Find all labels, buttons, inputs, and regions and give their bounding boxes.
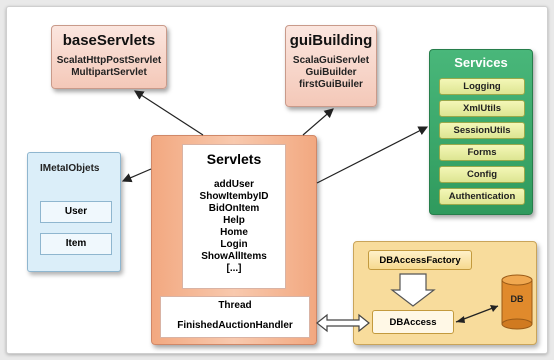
servlet-item: Login [220, 239, 248, 250]
factory-to-access-arrow [390, 273, 436, 307]
gui-building-box: guiBuilding ScalaGuiServlet GuiBuilder f… [285, 25, 377, 107]
meta-objects-title: IMetaIObjets [40, 163, 100, 174]
thread-db-access-double-arrow [316, 313, 370, 333]
gui-building-item: firstGuiBuiler [299, 79, 363, 90]
db-access-box: DBAccess [372, 310, 454, 334]
servlet-item: Home [220, 227, 248, 238]
base-servlets-item: MultipartServlet [71, 67, 147, 78]
thread-title: Thread [218, 300, 252, 311]
servlets-to-gui-building-arrow [302, 108, 334, 136]
servlet-item: ShowAllItems [201, 251, 267, 262]
services-title: Services [454, 55, 508, 70]
servlets-box: Servlets addUser ShowItembyID BidOnItem … [182, 144, 286, 289]
diagram-frame: baseServlets ScalatHttpPostServlet Multi… [6, 6, 548, 354]
servlets-to-base-servlets-arrow [133, 90, 204, 136]
gui-building-item: GuiBuilder [305, 67, 357, 78]
db-access-panel: DBAccessFactory DB DBAccess [353, 241, 537, 345]
service-item-logging: Logging [439, 78, 525, 95]
servlet-item: ShowItembyID [199, 191, 269, 202]
servlet-item: Help [223, 215, 245, 226]
db-cylinder-icon [501, 274, 533, 330]
service-item-forms: Forms [439, 144, 525, 161]
servlets-title: Servlets [206, 151, 262, 167]
meta-objects-box: IMetaIObjets User Item [27, 152, 121, 272]
servlets-to-services-arrow [316, 126, 429, 184]
servlets-to-meta-objects-arrow [121, 168, 152, 183]
thread-box: Thread FinishedAuctionHandler [160, 296, 310, 338]
base-servlets-item: ScalatHttpPostServlet [56, 55, 162, 66]
services-box: Services Logging XmlUtils SessionUtils F… [429, 49, 533, 215]
db-panel-graphics [390, 273, 533, 330]
connector-layer [121, 90, 429, 333]
servlet-item: [...] [226, 263, 242, 274]
base-servlets-title: baseServlets [62, 32, 156, 49]
service-item-config: Config [439, 166, 525, 183]
service-item-xmlutils: XmlUtils [439, 100, 525, 117]
gui-building-item: ScalaGuiServlet [292, 55, 370, 66]
thread-item: FinishedAuctionHandler [177, 320, 293, 331]
service-item-sessionutils: SessionUtils [439, 122, 525, 139]
meta-item-item: Item [40, 233, 112, 255]
servlet-item: BidOnItem [208, 203, 260, 214]
servlets-container: Servlets addUser ShowItembyID BidOnItem … [151, 135, 317, 345]
base-servlets-box: baseServlets ScalatHttpPostServlet Multi… [51, 25, 167, 89]
db-cylinder-label: DB [510, 294, 524, 304]
gui-building-title: guiBuilding [289, 32, 373, 49]
servlet-item: addUser [213, 179, 254, 190]
service-item-authentication: Authentication [439, 188, 525, 205]
db-access-factory-box: DBAccessFactory [368, 250, 472, 270]
meta-item-user: User [40, 201, 112, 223]
